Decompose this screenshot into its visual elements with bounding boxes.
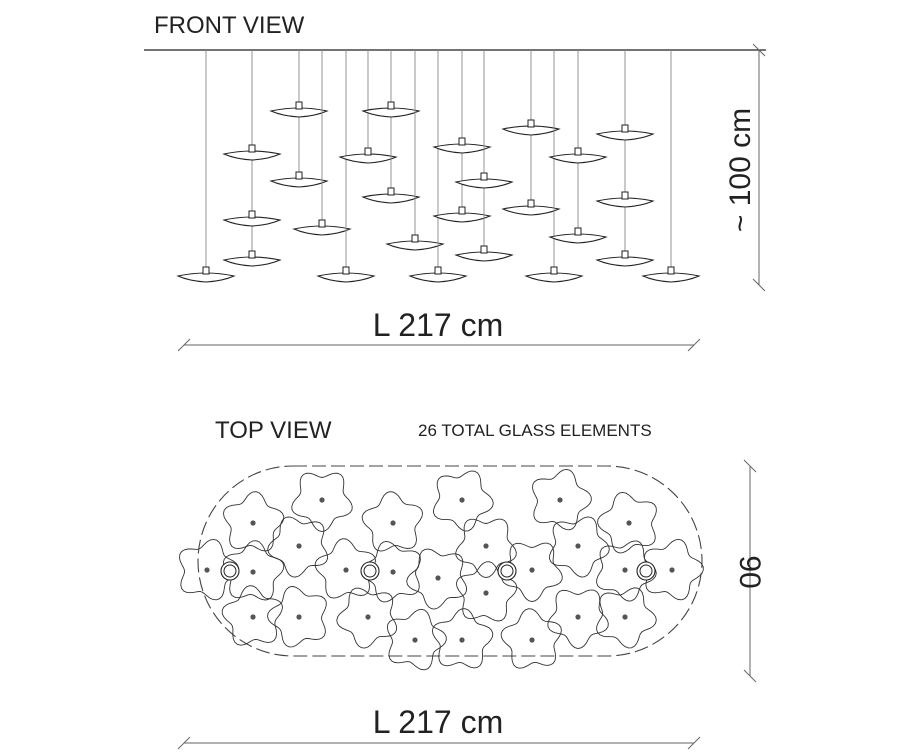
front-length-dimension — [177, 338, 701, 352]
glass-shade — [501, 119, 561, 136]
glass-element — [596, 587, 657, 649]
canopy-ring — [360, 561, 380, 581]
glass-element — [549, 516, 610, 578]
glass-shade — [269, 101, 329, 118]
glass-element — [291, 472, 353, 532]
glass-element — [596, 540, 657, 602]
glass-element — [179, 538, 239, 601]
glass-shade — [222, 250, 282, 267]
glass-shade — [524, 266, 584, 283]
glass-element — [455, 518, 517, 578]
glass-element — [547, 589, 609, 649]
glass-element — [500, 608, 562, 669]
glass-shade — [501, 199, 561, 216]
top-length-dimension — [177, 736, 701, 750]
top-view-title: TOP VIEW — [215, 417, 332, 444]
glass-element — [386, 608, 447, 671]
height-dimension — [752, 43, 766, 292]
glass-shade — [269, 171, 329, 188]
glass-shade — [595, 124, 655, 141]
glass-shade — [595, 250, 655, 267]
glass-shade — [361, 101, 421, 118]
glass-shade — [454, 172, 514, 189]
glass-shade — [641, 266, 701, 283]
front-length-label: L 217 cm — [373, 307, 503, 343]
canopy-ring — [220, 561, 240, 581]
width-label: 90 — [733, 555, 766, 588]
canopy-outline — [197, 465, 703, 657]
glass-element — [406, 548, 467, 610]
glass-element — [221, 585, 283, 646]
top-length-label: L 217 cm — [373, 704, 503, 740]
height-label: ~ 100 cm — [724, 108, 757, 232]
glass-shade — [316, 266, 376, 283]
glass-element — [267, 516, 328, 578]
elements-note: 26 TOTAL GLASS ELEMENTS — [418, 421, 652, 440]
glass-shade — [595, 191, 655, 208]
glass-element — [532, 468, 592, 531]
glass-shade — [292, 219, 352, 236]
front-view-title: FRONT VIEW — [154, 12, 305, 39]
canopy-ring — [497, 561, 517, 581]
glass-shade — [222, 144, 282, 161]
glass-element — [431, 608, 494, 669]
width-dimension — [743, 459, 757, 683]
glass-shade — [408, 266, 468, 283]
glass-element — [223, 491, 285, 552]
glass-shade — [176, 266, 236, 283]
glass-element — [314, 538, 376, 599]
glass-shade — [361, 187, 421, 204]
canopy-ring — [636, 561, 656, 581]
pendant-lamps — [176, 50, 701, 283]
glass-shade — [338, 147, 398, 164]
glass-element — [433, 470, 494, 532]
glass-shade — [222, 210, 282, 227]
glass-shade — [548, 227, 608, 244]
glass-shade — [432, 206, 492, 223]
glass-shade — [454, 245, 514, 262]
glass-shade — [432, 137, 492, 154]
glass-element — [267, 585, 327, 648]
glass-element — [361, 491, 423, 552]
canopy-rings — [220, 561, 656, 581]
glass-element — [336, 587, 398, 649]
glass-shade — [385, 234, 445, 251]
glass-elements — [179, 468, 704, 671]
glass-shade — [548, 147, 608, 164]
